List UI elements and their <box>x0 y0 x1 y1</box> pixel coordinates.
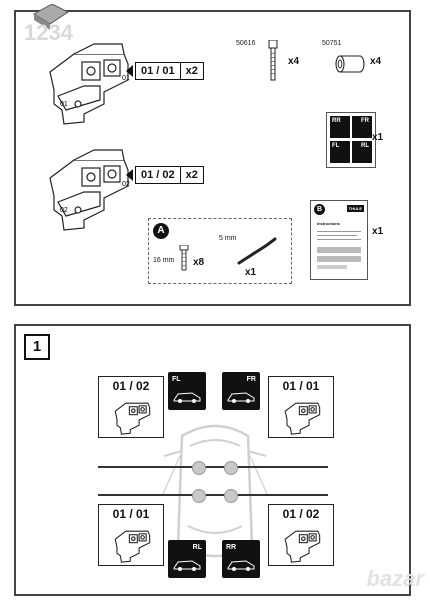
bracket-mark: 02 <box>122 181 130 188</box>
pointer-arrow-icon <box>126 169 133 181</box>
step-panel: 1 FL FR RL RR 01 / 02 01 / 01 <box>14 324 411 596</box>
car-side-icon <box>173 560 201 571</box>
screw-quantity: x8 <box>193 257 205 268</box>
manual-quantity: x1 <box>372 226 384 237</box>
text-block <box>317 247 361 253</box>
site-watermark: bazar <box>366 566 424 591</box>
bracket-code: 01 / 02 <box>282 507 320 521</box>
sticker-fl: FL <box>330 141 350 163</box>
text-block <box>317 256 361 262</box>
bracket-code: 01 / 02 <box>112 379 150 393</box>
foot-point-fr <box>224 461 238 475</box>
foot-point-rl <box>192 489 206 503</box>
bracket-illustration-b: 02 02 <box>49 149 130 231</box>
rear-roof-bar <box>98 494 328 496</box>
position-tile-fl: FL <box>168 372 206 410</box>
sleeve-quantity: x4 <box>370 56 382 67</box>
bracket-illustration <box>114 530 151 563</box>
kit-code: 01 / 02 <box>135 166 181 184</box>
toolkit-badge: A <box>153 223 169 239</box>
manual-booklet: B THULE Instructions <box>310 200 368 280</box>
bracket-box-rear-left: 01 / 01 <box>98 504 164 566</box>
pointer-arrow-icon <box>126 65 133 77</box>
car-side-icon <box>227 560 255 571</box>
kit-label-a: 01 / 01 x2 <box>126 62 204 80</box>
sticker-fr: FR <box>352 116 372 138</box>
bracket-code: 01 / 01 <box>282 379 320 393</box>
toolkit-box: A 16 mm x8 5 mm x1 <box>148 218 292 284</box>
kit-quantity: x2 <box>180 62 204 80</box>
parts-panel: 1234 01 01 01 / 01 x2 <box>14 4 411 306</box>
front-roof-bar <box>98 466 328 468</box>
bracket-illustration <box>284 530 321 563</box>
sleeve-part-number: 50751 <box>322 40 342 47</box>
bracket-illustration-a: 01 01 <box>49 43 130 125</box>
text-block <box>317 265 347 269</box>
foot-point-rr <box>224 489 238 503</box>
hex-key-icon <box>237 237 277 265</box>
manual-title: Instructions <box>317 221 340 226</box>
key-size: 5 mm <box>219 235 237 242</box>
bracket-illustration <box>114 402 151 435</box>
kit-label-b: 01 / 02 x2 <box>126 166 204 184</box>
position-tile-rr: RR <box>222 540 260 578</box>
foot-point-fl <box>192 461 206 475</box>
bracket-box-front-left: 01 / 02 <box>98 376 164 438</box>
manual-brand: THULE <box>346 205 364 212</box>
car-side-icon <box>227 392 255 403</box>
screw-length: 16 mm <box>153 257 175 264</box>
bracket-box-rear-right: 01 / 02 <box>268 504 334 566</box>
sleeve-icon <box>335 55 365 73</box>
bracket-box-front-right: 01 / 01 <box>268 376 334 438</box>
key-quantity: x1 <box>245 267 257 278</box>
bolt-icon <box>268 40 278 81</box>
kit-code: 01 / 01 <box>135 62 181 80</box>
sticker-rl: RL <box>352 141 372 163</box>
bracket-illustration <box>284 402 321 435</box>
kit-quantity: x2 <box>180 166 204 184</box>
text-line <box>317 231 361 232</box>
position-tile-rl: RL <box>168 540 206 578</box>
corner-tab-icon <box>33 4 69 30</box>
bracket-mark: 01 <box>122 75 130 82</box>
watermark-number: 1234 <box>24 20 73 45</box>
sticker-rr: RR <box>330 116 350 138</box>
text-line <box>317 239 361 240</box>
manual-badge: B <box>314 204 325 215</box>
bracket-mark: 01 <box>60 101 68 108</box>
sticker-sheet: RR FR FL RL <box>326 112 376 168</box>
bracket-code: 01 / 01 <box>112 507 150 521</box>
position-tile-fr: FR <box>222 372 260 410</box>
bolt-quantity: x4 <box>288 56 300 67</box>
screw-icon <box>179 245 189 271</box>
step-number: 1 <box>24 334 50 360</box>
bracket-mark: 02 <box>60 207 68 214</box>
bolt-part-number: 50616 <box>236 40 256 47</box>
text-line <box>317 235 357 236</box>
car-side-icon <box>173 392 201 403</box>
sticker-quantity: x1 <box>372 132 384 143</box>
